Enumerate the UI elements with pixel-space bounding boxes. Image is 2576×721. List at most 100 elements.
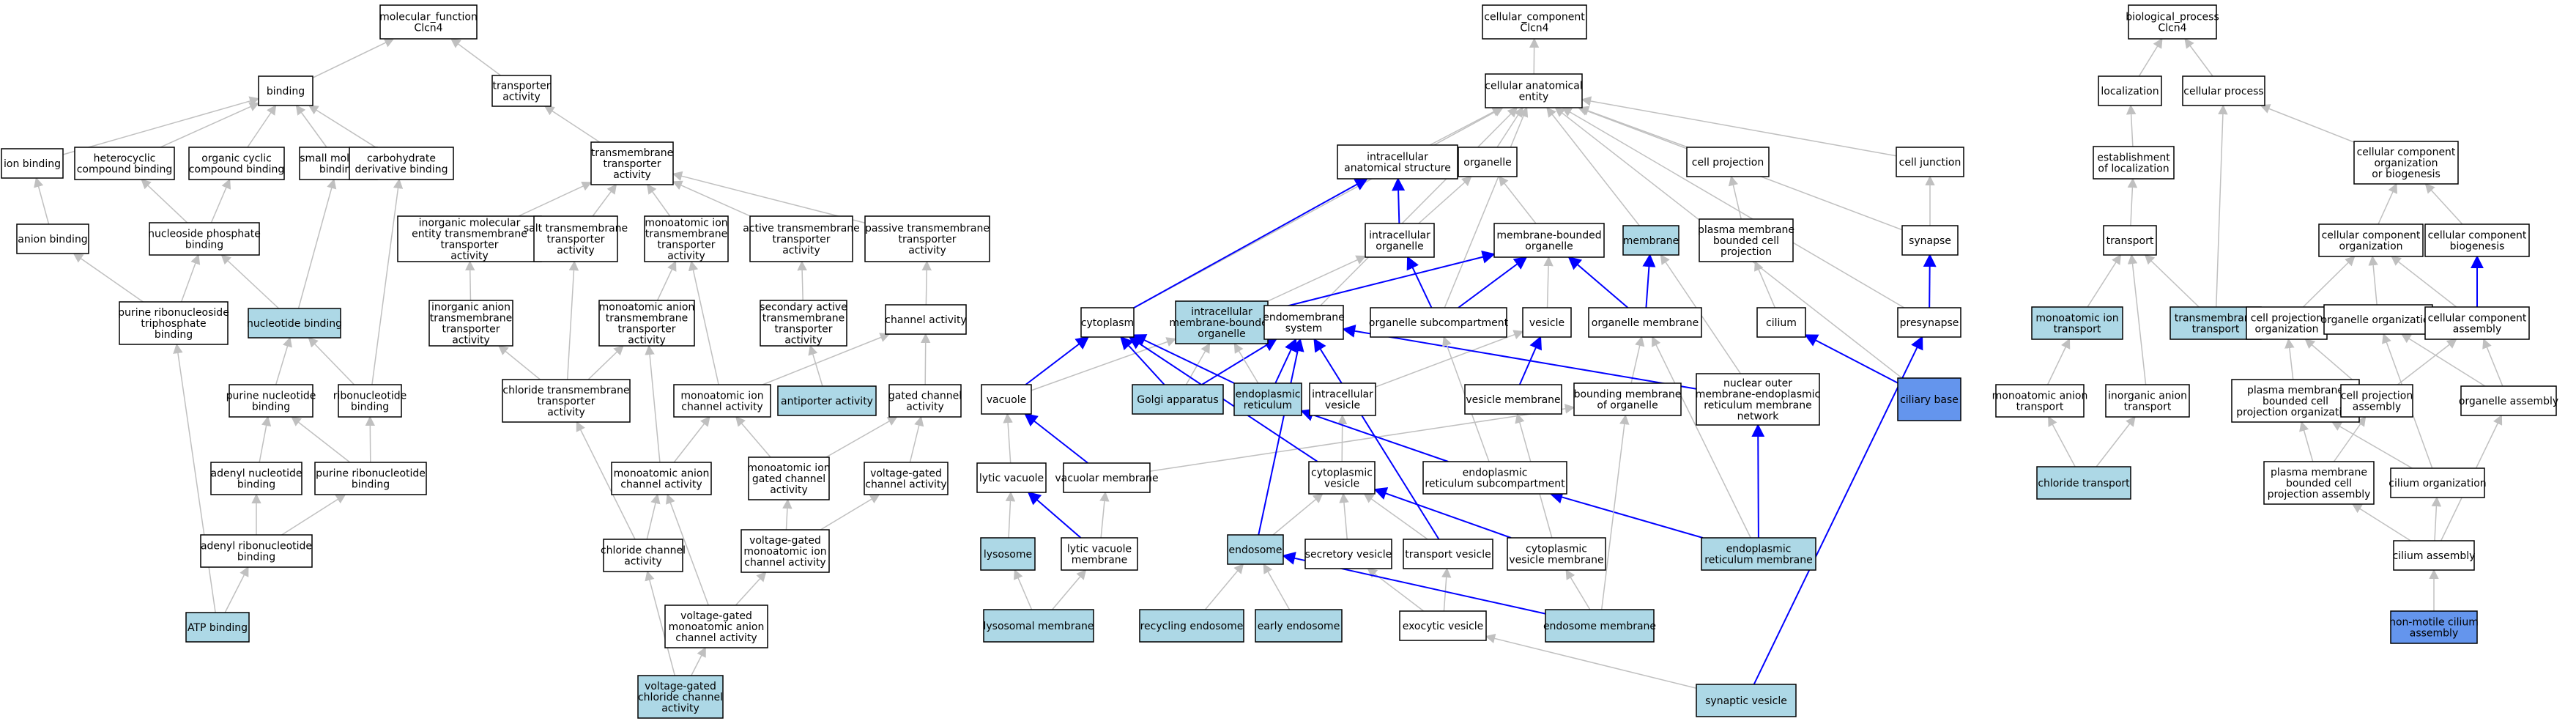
- node-synvesicle[interactable]: synaptic vesicle: [1696, 684, 1797, 717]
- node-endosome[interactable]: endosome: [1227, 534, 1284, 565]
- node-atp[interactable]: ATP binding: [185, 612, 250, 643]
- node-endomemb[interactable]: endosome membrane: [1543, 609, 1656, 643]
- node-exocytic[interactable]: exocytic vesicle: [1399, 610, 1487, 641]
- node-synapse[interactable]: synapse: [1901, 225, 1959, 256]
- node-lytic[interactable]: lytic vacuole: [976, 462, 1047, 493]
- node-lysosome[interactable]: lysosome: [980, 537, 1036, 571]
- node-cytoplasm[interactable]: cytoplasm: [1080, 307, 1135, 338]
- node-orgmem[interactable]: organelle membrane: [1588, 307, 1702, 338]
- node-secretory[interactable]: secretory vesicle: [1304, 539, 1392, 569]
- node-channel[interactable]: channel activity: [885, 304, 967, 335]
- node-cellproj[interactable]: cell projection: [1686, 147, 1770, 177]
- node-membrane[interactable]: membrane: [1622, 225, 1679, 256]
- node-antiporter[interactable]: antiporter activity: [777, 385, 877, 416]
- node-nucb[interactable]: nucleotide binding: [247, 308, 342, 339]
- node-early[interactable]: early endosome: [1255, 609, 1343, 643]
- node-vacuole[interactable]: vacuole: [981, 384, 1032, 415]
- node-binding[interactable]: binding: [258, 75, 313, 106]
- node-transport[interactable]: transport vesicle: [1403, 539, 1493, 569]
- node-bptransport[interactable]: transport: [2103, 225, 2157, 256]
- node-cellproc[interactable]: cellular process: [2182, 75, 2265, 106]
- node-vesicle[interactable]: vesicle: [1522, 307, 1572, 338]
- node-localization[interactable]: localization: [2098, 75, 2162, 106]
- node-vesmem[interactable]: vesicle membrane: [1464, 384, 1562, 415]
- node-cilium[interactable]: cilium: [1756, 307, 1806, 338]
- node-chloridetrans[interactable]: chloride transport: [2036, 466, 2131, 500]
- node-ionb[interactable]: ion binding: [1, 148, 64, 179]
- node-anion[interactable]: anion binding: [16, 223, 89, 254]
- node-celljunc[interactable]: cell junction: [1896, 147, 1964, 177]
- node-golgi[interactable]: Golgi apparatus: [1132, 384, 1224, 415]
- node-ciliarybase[interactable]: ciliary base: [1897, 377, 1961, 421]
- node-ciliumass[interactable]: cilium assembly: [2393, 540, 2476, 571]
- node-orgorg[interactable]: organelle organization: [2321, 304, 2436, 335]
- node-recycling[interactable]: recycling endosome: [1139, 609, 1244, 643]
- node-presynapse[interactable]: presynapse: [1897, 307, 1961, 338]
- node-orgsub[interactable]: organelle subcompartment: [1369, 307, 1509, 338]
- node-ciliumorg[interactable]: cilium organization: [2388, 467, 2487, 498]
- node-organelle[interactable]: organelle: [1458, 147, 1518, 177]
- node-lysomem[interactable]: lysosomal membrane: [983, 609, 1094, 643]
- node-orgass[interactable]: organelle assembly: [2459, 385, 2558, 416]
